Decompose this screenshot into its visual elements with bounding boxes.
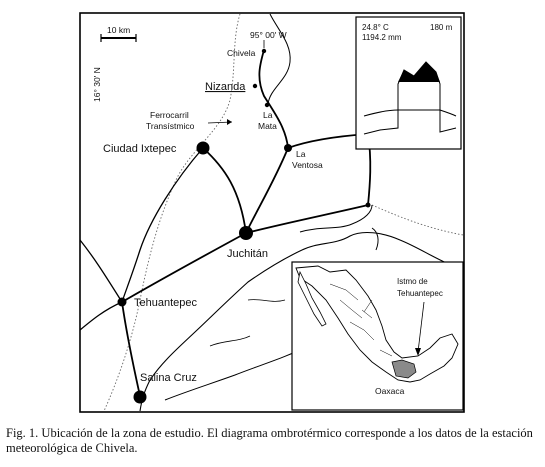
climate-temperature: 24.8° C [362,23,389,32]
tehuantepec-marker [117,297,127,307]
figure-caption: Fig. 1. Ubicación de la zona de estudio.… [6,426,533,455]
nizanda-label: Nizanda [205,81,246,93]
nizanda-marker [252,83,258,89]
temperature-curve [363,109,457,117]
ciudad-ixtepec-label: Ciudad Ixtepec [103,143,177,155]
latitude-label: 16° 30' N [92,67,102,102]
salina-cruz-marker [133,390,147,404]
coast-boundary-line [371,204,464,236]
scale-bar: 10 km [100,25,137,42]
road-chivela-ventosa [258,49,289,149]
state-boundary-line [103,13,241,412]
juchitan-label: Juchitán [227,248,268,260]
chivela-label: Chivela [227,48,256,58]
isthmus-arrow-icon [415,301,425,356]
scale-bar-label: 10 km [107,25,130,35]
lagoon-islands [209,299,286,347]
juchitan-marker [239,226,253,240]
la-ventosa-label-1: La [296,149,306,159]
oaxaca-state [391,359,417,379]
oaxaca-label: Oaxaca [375,386,405,396]
coastline [139,231,464,412]
state-divisions [329,283,393,357]
climate-altitude: 180 m [430,23,453,32]
salina-cruz-label: Salina Cruz [140,372,197,384]
mexico-outline [295,265,459,383]
climate-diagram: 24.8° C 1194.2 mm 180 m [355,16,462,150]
la-mata-marker [264,102,270,108]
road-ventosa-juchitan [245,147,289,234]
railway-label-2: Transístmico [146,121,195,131]
isthmus-label-1: Istmo de [397,277,428,286]
humid-period-box [398,82,440,110]
la-mata-label-1: La [263,110,273,120]
road-ixtepec-juchitan [202,147,247,234]
isthmus-label-2: Tehuantepec [397,289,443,298]
baja-peninsula [297,270,327,327]
east-marker [365,202,371,208]
road-north-tehuantepec [79,147,204,303]
precipitation-curve [363,61,457,135]
river [267,13,291,105]
tehuantepec-label: Tehuantepec [134,297,197,309]
climate-precipitation: 1194.2 mm [362,33,402,42]
ciudad-ixtepec-marker [196,141,210,155]
railway-label-1: Ferrocarril [150,110,189,120]
railway-arrow-icon [207,119,233,125]
la-ventosa-marker [284,144,292,152]
la-mata-label-2: Mata [258,121,277,131]
la-ventosa-label-2: Ventosa [292,160,323,170]
chivela-marker [261,48,267,54]
longitude-label: 95° 00' W [250,30,287,40]
bay-contour [299,204,379,251]
road-juchitan-tehuantepec [121,232,247,303]
mexico-inset-map: Istmo de Tehuantepec Oaxaca [291,261,464,411]
road-tehuantepec-salina [121,301,141,397]
road-salina-west [79,301,123,331]
road-juchitan-east [245,204,369,234]
